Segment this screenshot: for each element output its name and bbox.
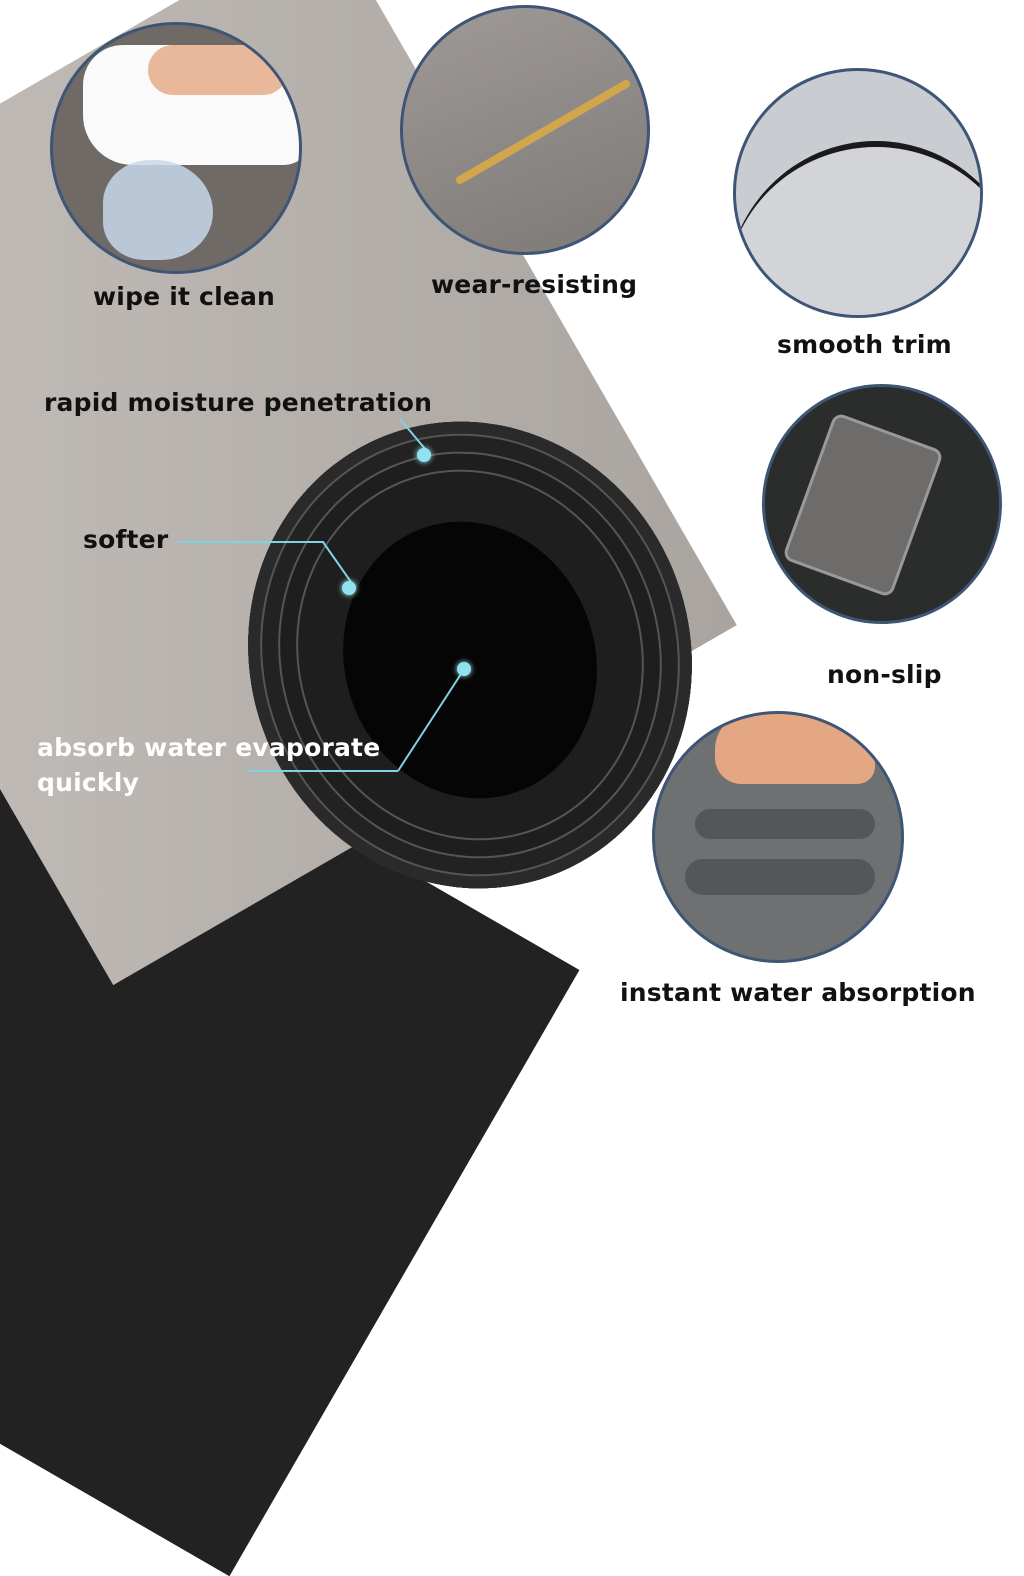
- wipe-clean-label: wipe it clean: [93, 282, 276, 311]
- evaporate-callout-label-1: absorb water evaporate: [37, 733, 381, 762]
- smooth-trim-image: [733, 68, 983, 318]
- non-slip-label: non-slip: [827, 660, 942, 689]
- softer-callout-label: softer: [83, 525, 169, 554]
- water-spill-icon: [103, 160, 213, 260]
- evaporate-callout-line: [248, 770, 398, 772]
- fork-scratch-icon: [454, 78, 632, 186]
- softer-callout-dot: [342, 581, 356, 595]
- softer-callout-line: [178, 541, 324, 543]
- footprint-icon-2: [685, 859, 875, 895]
- water-absorption-label: instant water absorption: [620, 978, 976, 1007]
- wipe-clean-image: [50, 22, 302, 274]
- evaporate-callout-label-2: quickly: [37, 768, 139, 797]
- water-absorption-image: [652, 711, 904, 963]
- foot-icon: [715, 714, 875, 784]
- wear-resisting-image: [400, 5, 650, 255]
- moisture-callout-label: rapid moisture penetration: [44, 388, 433, 417]
- moisture-callout-dot: [417, 448, 431, 462]
- edge-trim-icon: [736, 141, 980, 315]
- phone-on-mat-icon: [781, 411, 945, 599]
- non-slip-image: [762, 384, 1002, 624]
- wear-resisting-label: wear-resisting: [431, 270, 638, 299]
- evaporate-callout-dot: [457, 662, 471, 676]
- hand-icon: [148, 45, 288, 95]
- smooth-trim-label: smooth trim: [777, 330, 952, 359]
- footprint-icon: [695, 809, 875, 839]
